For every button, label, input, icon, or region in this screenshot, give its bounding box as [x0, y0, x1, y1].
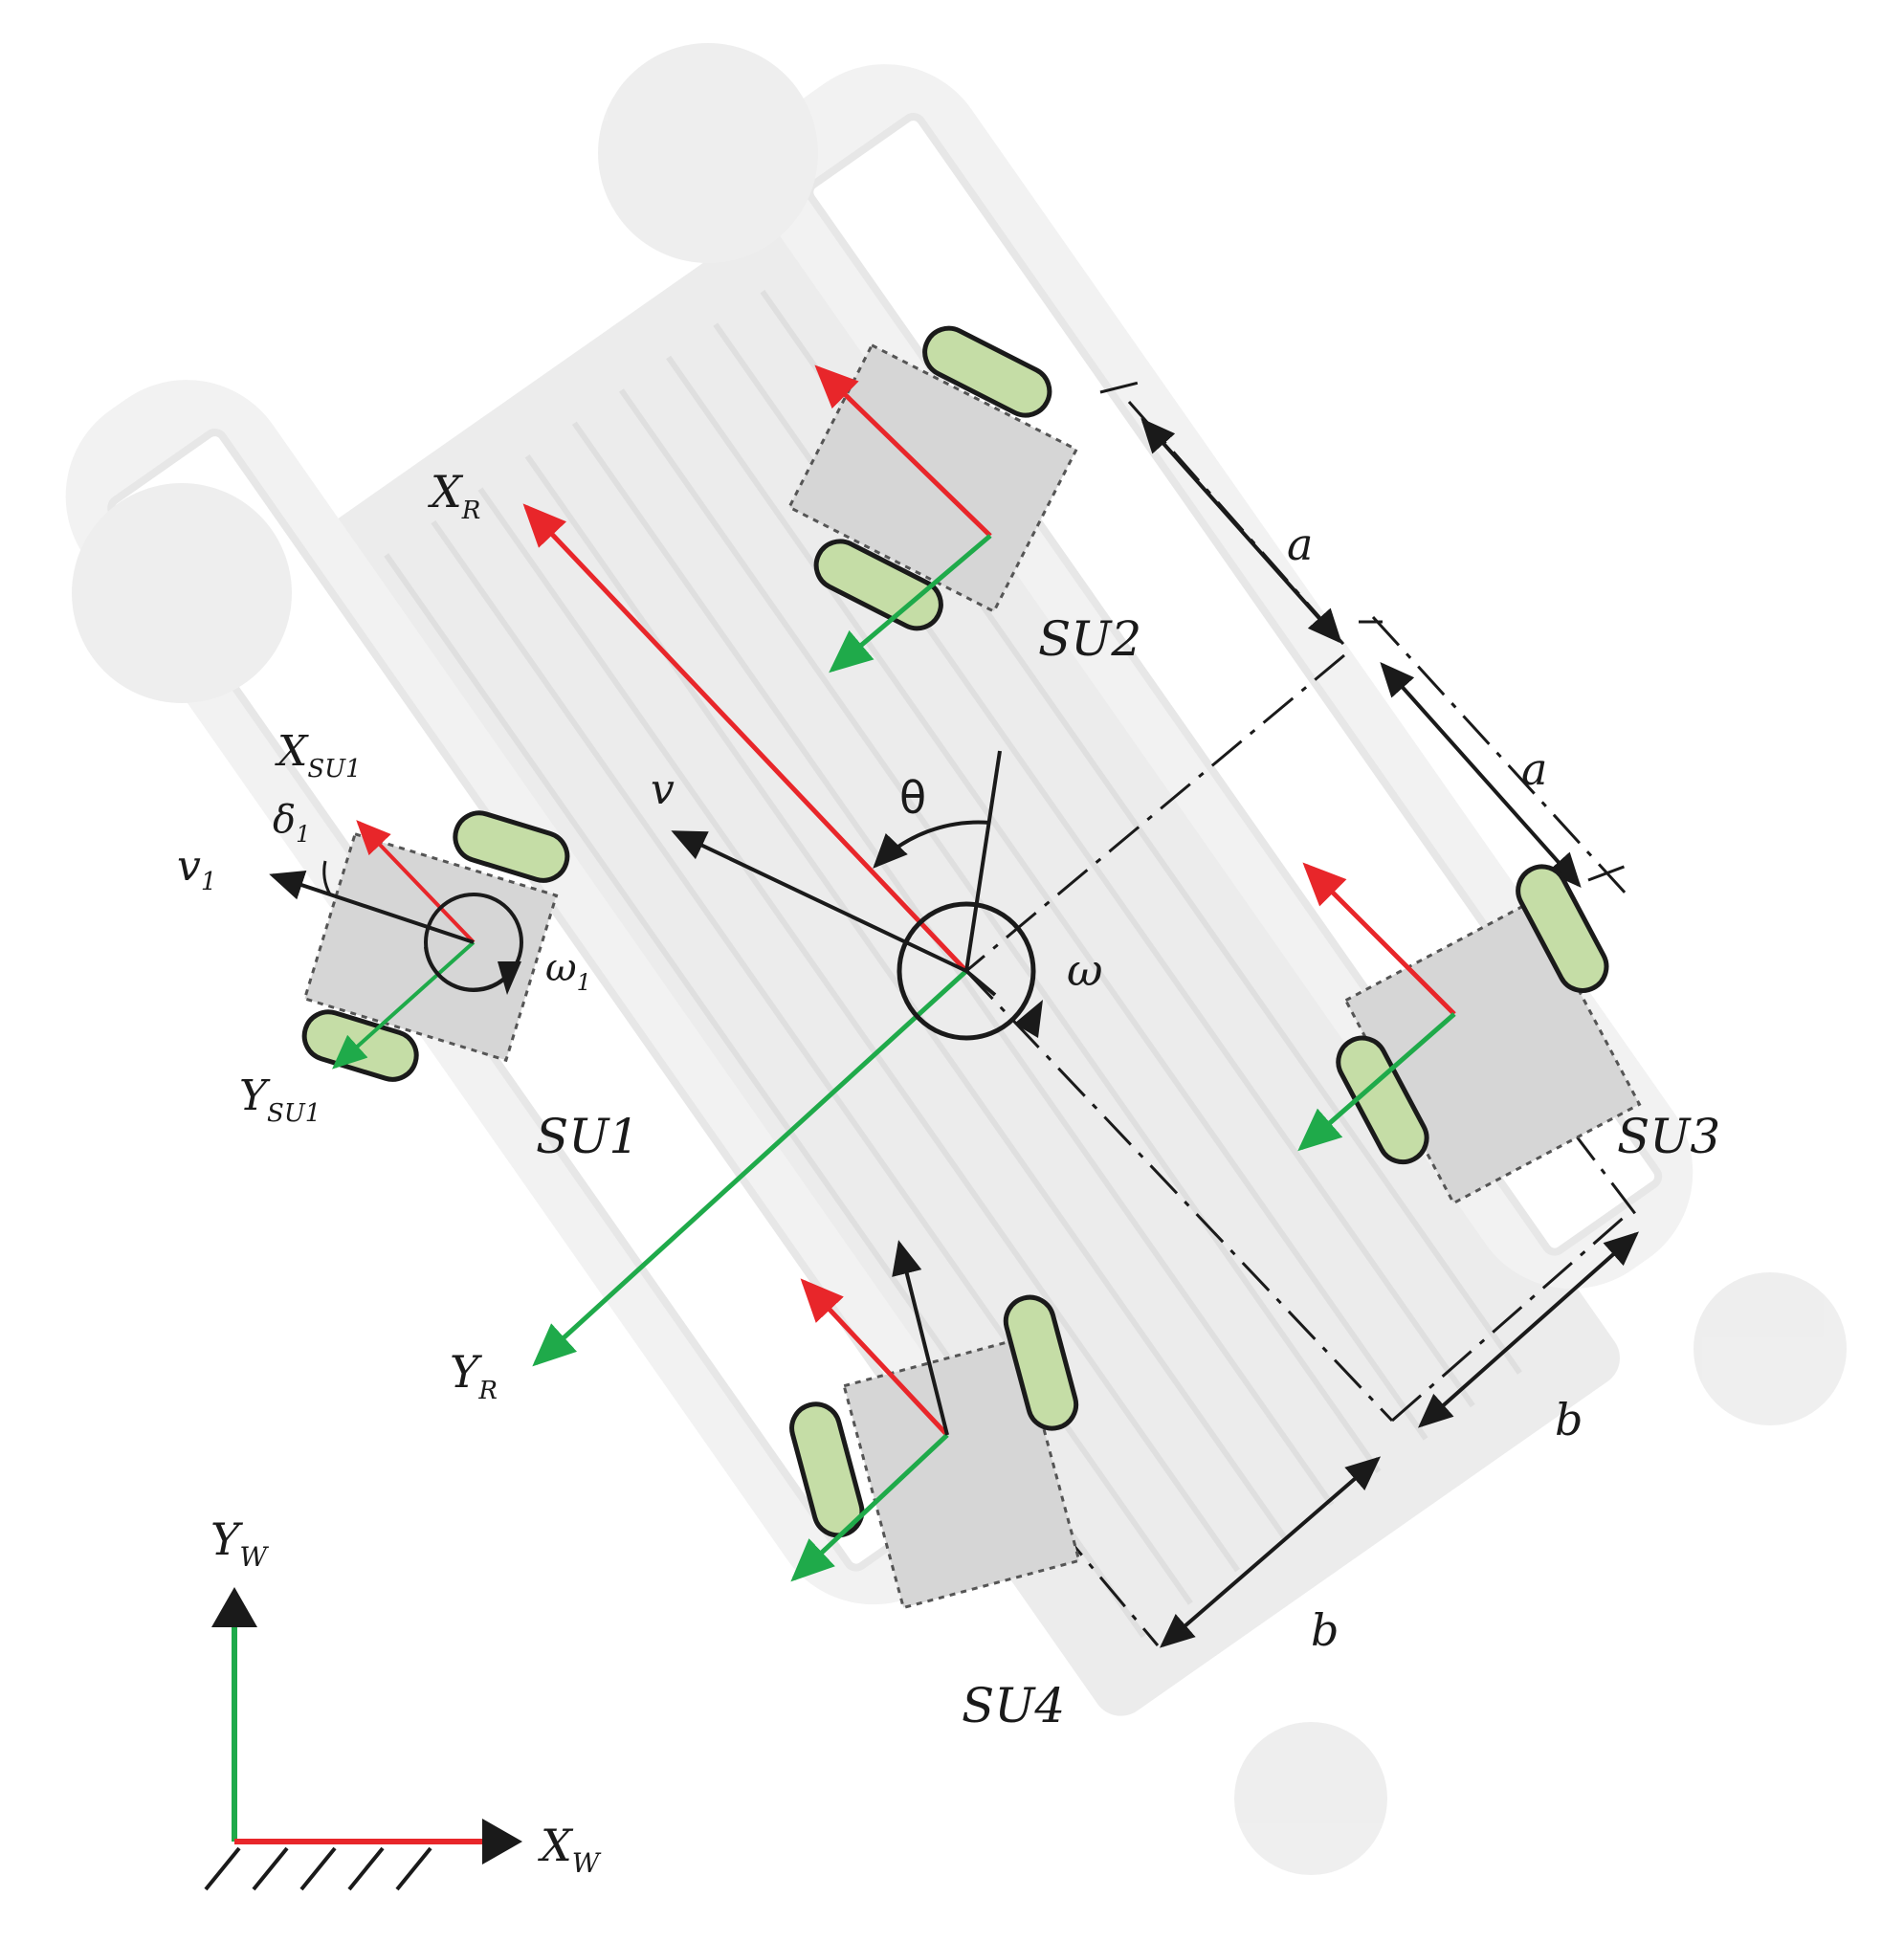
dimension-a-top [1140, 418, 1342, 644]
su1-label: SU1 [536, 1109, 639, 1164]
y-su1-label: YSU1 [239, 1071, 321, 1128]
steering-unit-su4 [789, 1240, 1081, 1610]
velocity-vector [671, 830, 967, 973]
dimension-b-top [1418, 1231, 1639, 1428]
theta-arc [873, 820, 991, 869]
x-robot-axis [522, 503, 968, 973]
heading-reference [964, 750, 1002, 972]
x-su1-label: XSU1 [275, 727, 362, 783]
steering-unit-su3 [1297, 862, 1642, 1205]
dimension-arrows [1140, 418, 1639, 1648]
dimension-a-bottom [1380, 662, 1582, 888]
steering-unit-su1 [269, 810, 570, 1082]
world-frame [204, 1587, 522, 1891]
a-bottom-label: a [1521, 743, 1547, 795]
labels: XR YR XW YW XSU1 YSU1 v1 δ1 ω1 v θ ω SU1… [177, 466, 1720, 1879]
x-robot-label: XR [428, 466, 480, 525]
x-world-label: XW [538, 1820, 602, 1879]
delta1-label: δ1 [273, 798, 310, 848]
y-world-label: YW [210, 1513, 269, 1573]
omega-label: ω [1067, 944, 1103, 996]
y-robot-axis [532, 969, 968, 1367]
a-top-label: a [1287, 519, 1313, 570]
su4-label: SU4 [962, 1678, 1065, 1733]
y-robot-label: YR [450, 1346, 498, 1405]
dimension-b-bottom [1159, 1456, 1382, 1648]
robot-frame [522, 503, 1043, 1367]
v1-label: v1 [177, 842, 216, 896]
steering-unit-su2 [786, 325, 1079, 673]
omega-circle [897, 901, 1036, 1041]
theta-label: θ [899, 772, 926, 824]
b-top-label: b [1555, 1394, 1583, 1445]
omega1-label: ω1 [545, 946, 591, 996]
su2-label: SU2 [1038, 611, 1141, 667]
su3-label: SU3 [1617, 1109, 1720, 1164]
v-label: v [651, 765, 675, 814]
b-bottom-label: b [1311, 1604, 1339, 1656]
